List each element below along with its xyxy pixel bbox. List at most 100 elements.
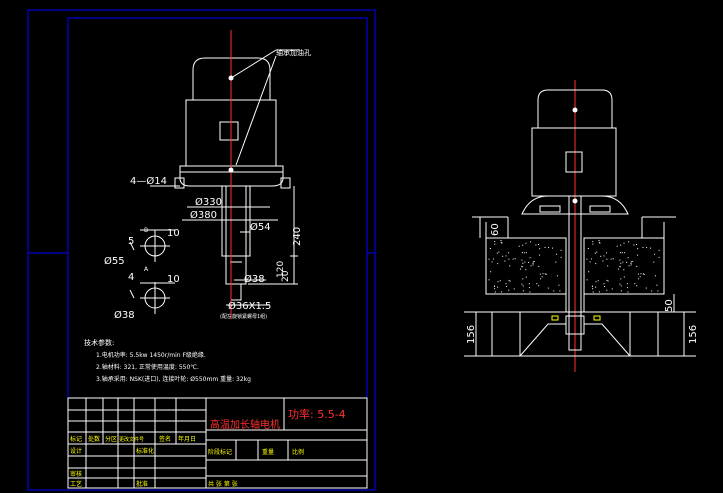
hatch-dot <box>500 241 502 243</box>
hatch-dot <box>521 265 523 267</box>
seal-right <box>593 315 601 321</box>
hatch-dot <box>619 259 621 261</box>
tb-col-date: 年月日 <box>178 435 196 443</box>
tb-stage-mark: 阶段标记 <box>208 448 232 456</box>
hatch-dot <box>598 241 600 243</box>
hatch-dot <box>595 286 597 288</box>
oil-hole-label: 轴承加油孔 <box>276 48 311 57</box>
hatch-dot <box>656 284 658 286</box>
hatch-dot <box>532 264 534 266</box>
hatch-dot <box>606 279 608 281</box>
hatch-dot <box>628 265 630 267</box>
hatch-dot <box>594 252 596 254</box>
hatch-dot <box>560 256 562 258</box>
hatch-dot <box>637 273 639 275</box>
seal-left <box>551 315 559 321</box>
leader-lines <box>150 49 300 306</box>
hatch-dot <box>617 268 619 270</box>
hatch-dot <box>528 283 530 285</box>
hatch-dot <box>508 258 510 260</box>
hatch-dot <box>651 290 653 292</box>
insulation-block-left <box>485 237 567 295</box>
hatch-dot <box>494 241 496 243</box>
hatch-dot <box>508 289 510 291</box>
hatch-dot <box>619 283 621 285</box>
hatch-dot <box>521 283 523 285</box>
bearing-center <box>572 198 578 204</box>
hatch-dot <box>542 273 544 275</box>
motor-flange <box>179 165 284 187</box>
dim-240-label: 240 <box>292 227 303 246</box>
dia-38-label: Ø38 <box>244 273 265 285</box>
hatch-dot <box>504 260 506 262</box>
hatch-dot <box>500 240 502 241</box>
hatch-dot <box>592 291 594 293</box>
dia-330-label: Ø330 <box>195 196 222 208</box>
hatch-dot <box>492 258 494 260</box>
section-b-view <box>129 229 175 262</box>
hatch-dot <box>558 284 560 286</box>
tb-approve: 批准 <box>136 480 148 488</box>
hatch-dot <box>490 271 492 273</box>
hatch-dot <box>638 278 640 280</box>
hatch-dot <box>489 248 491 249</box>
hatch-dot <box>525 276 527 278</box>
hatch-dot <box>620 244 622 246</box>
hatch-dot <box>494 291 496 293</box>
hatch-dot <box>501 242 503 244</box>
dim-10a-label: 10 <box>167 228 180 239</box>
hatch-dot <box>559 290 561 292</box>
motor-front-view <box>174 57 291 301</box>
hatch-dot <box>522 262 524 264</box>
hatch-dot <box>637 248 639 250</box>
junction-box <box>219 121 239 141</box>
hatch-dot <box>591 285 593 287</box>
hatch-dot <box>544 273 546 275</box>
hatch-dot <box>539 273 541 275</box>
hatch-dot <box>544 246 546 248</box>
hatch-dot <box>607 265 609 267</box>
hatch-dot <box>620 290 622 292</box>
hatch-dot <box>620 278 622 280</box>
hatch-dot <box>642 273 644 275</box>
hatch-dot <box>592 241 594 243</box>
tb-col-docno: 更改文件号 <box>119 436 144 443</box>
hatch-dot <box>540 278 542 280</box>
dim-10b-label: 10 <box>167 274 180 285</box>
shaft-end <box>230 283 242 301</box>
hatch-dot <box>525 269 527 271</box>
assembly-motor-body <box>531 127 617 197</box>
hatch-dot <box>586 258 588 260</box>
hatch-dot <box>519 268 521 270</box>
hatch-dot <box>636 265 638 267</box>
hatch-dot <box>598 240 600 241</box>
hatch-dot <box>637 254 639 256</box>
hatch-dot <box>552 247 554 249</box>
tech-line-3: 3.轴承采用: NSK(进口), 连接叶轮: Ø550mm 重量: 32kg <box>96 375 251 383</box>
dim-4-label: 4 <box>128 272 134 283</box>
tech-title: 技术参数: <box>84 338 114 347</box>
hatch-dot <box>650 247 652 249</box>
hatch-dot <box>555 261 557 263</box>
hatch-dot <box>611 288 613 290</box>
hatch-dot <box>548 247 550 249</box>
hatch-dot <box>631 260 633 262</box>
hatch-dot <box>553 290 555 292</box>
hatch-dot <box>494 243 496 245</box>
hatch-dot <box>509 280 511 282</box>
hatch-dot <box>547 287 549 289</box>
assembly-flange-slot-right <box>589 205 611 213</box>
hatch-dot <box>653 261 655 263</box>
hatch-dot <box>645 287 647 289</box>
hatch-dot <box>497 263 499 265</box>
flange-ear-left <box>174 177 185 189</box>
hatch-dot <box>595 281 597 283</box>
dim-156-left-label: 156 <box>466 325 477 344</box>
hatch-dot <box>654 275 656 277</box>
hatch-dot <box>494 288 496 290</box>
hatch-dot <box>606 258 608 260</box>
hatch-dot <box>603 283 605 285</box>
hatch-dot <box>539 254 541 256</box>
hatch-dot <box>619 265 621 267</box>
hatch-dot <box>606 289 608 291</box>
